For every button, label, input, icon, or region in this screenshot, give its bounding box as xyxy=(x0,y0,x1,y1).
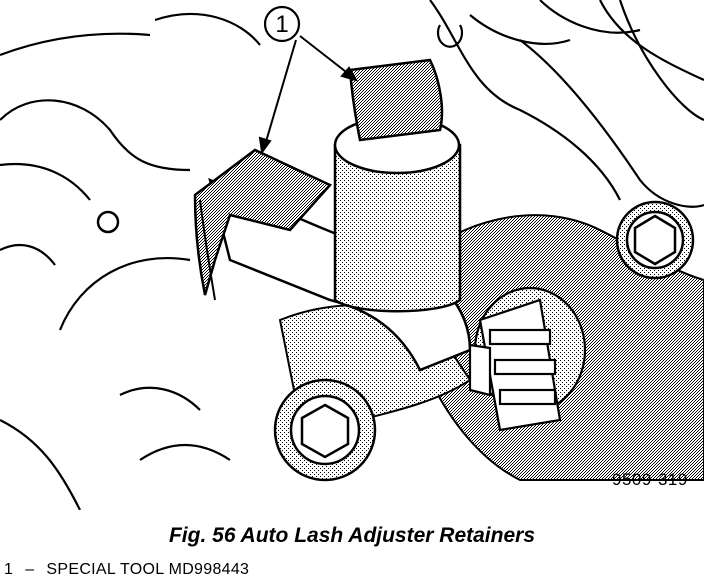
cylinder-head-outline xyxy=(0,0,704,510)
callout-number: 1 xyxy=(275,11,288,38)
bolt-right xyxy=(615,200,695,280)
retainer-clip-rear xyxy=(348,58,444,142)
figure-caption: Fig. 56 Auto Lash Adjuster Retainers xyxy=(168,524,535,547)
figure-number: 9509-319 xyxy=(612,470,688,489)
legend-separator: – xyxy=(25,561,35,578)
engine-illustration: 1 xyxy=(0,0,704,510)
callout-leaders xyxy=(258,35,359,155)
bolt-left xyxy=(273,378,377,482)
legend-number: 1 xyxy=(4,561,14,578)
legend-item: 1–SPECIAL TOOL MD998443 xyxy=(4,561,249,579)
bolt-hole-left xyxy=(96,210,120,234)
retainer-clip-front xyxy=(193,148,333,296)
rocker-shaft-spring xyxy=(468,286,587,432)
lash-adjuster-cylinder xyxy=(333,115,462,313)
legend-text: SPECIAL TOOL MD998443 xyxy=(46,561,250,578)
callout-circle xyxy=(263,5,301,43)
